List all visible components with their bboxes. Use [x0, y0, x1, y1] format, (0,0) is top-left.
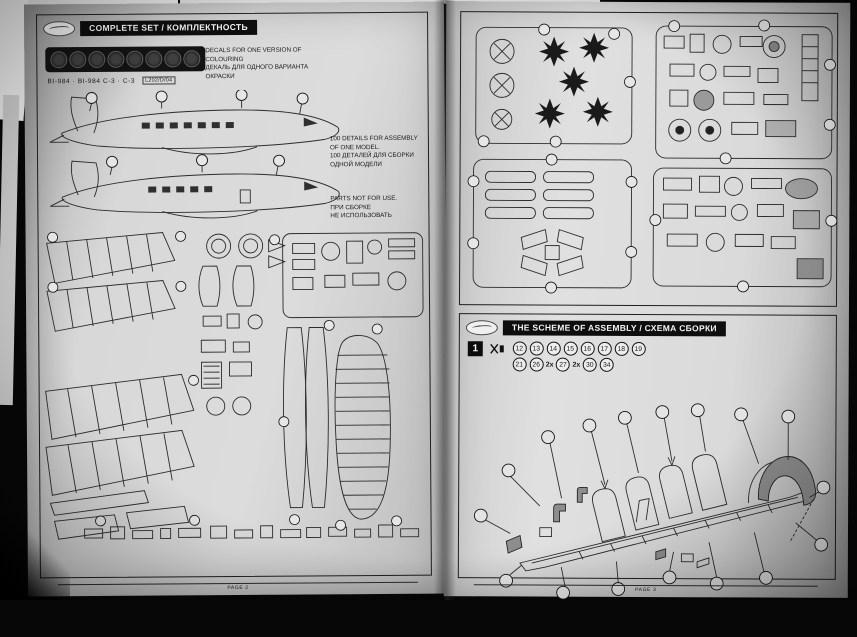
- repeat-item: 34: [599, 357, 614, 372]
- decal-roundel-icon: [145, 50, 163, 68]
- repeat-item: 21: [512, 357, 527, 372]
- decal-roundel-icon: [50, 51, 68, 69]
- decal-codes-row: BI-984 · BI-984 C-3 · C-3 L202/D/04: [47, 76, 176, 85]
- repeat-item: DECALS FOR ONE VERSION OF COLOURING: [205, 46, 302, 63]
- decal-roundel-icon: [164, 50, 182, 68]
- instruction-page-right: THE SCHEME OF ASSEMBLY / СХЕМА СБОРКИ 1 …: [443, 1, 851, 600]
- page-footer: PAGE 3: [473, 583, 818, 594]
- complete-set-header: COMPLETE SET / КОМПЛЕКТНОСТЬ: [43, 19, 257, 36]
- aircraft-side-view: [50, 154, 340, 219]
- part-callouts: [467, 19, 838, 294]
- decal-codes-box: L202/D/04: [142, 76, 176, 85]
- part-callouts: [47, 230, 402, 531]
- small-parts-row: [84, 524, 420, 540]
- brand-logo-icon: [465, 319, 498, 335]
- repeat-item: 19: [631, 341, 646, 356]
- repeat-item: 17: [597, 341, 612, 356]
- complete-set-title: COMPLETE SET / КОМПЛЕКТНОСТЬ: [80, 19, 257, 36]
- detail-sprue-lower-right: [652, 167, 832, 288]
- decal-roundel-icon: [88, 50, 106, 69]
- repeat-item: 12: [512, 341, 527, 356]
- decal-roundel-icon: [183, 50, 201, 68]
- decal-codes: BI-984 · BI-984 C-3 · C-3: [47, 77, 136, 85]
- sprues-diagram: [467, 19, 838, 294]
- repeat-item: 27: [555, 357, 571, 372]
- page-footer: PAGE 2: [57, 581, 419, 593]
- page-fold-shadow: [434, 0, 456, 600]
- assembly-box: THE SCHEME OF ASSEMBLY / СХЕМА СБОРКИ 1 …: [457, 313, 837, 600]
- rear-fuselage-piece: [748, 456, 817, 506]
- complete-set-box: COMPLETE SET / КОМПЛЕКТНОСТЬ DECALS FOR …: [36, 11, 432, 579]
- repeat-item: 2x: [572, 361, 581, 369]
- repeat-item: 15: [563, 341, 578, 356]
- repeat-item: 30: [582, 357, 597, 372]
- corner-shadow: [0, 510, 70, 600]
- brand-logo-icon: [43, 20, 76, 36]
- parts-layout-diagram: [45, 89, 424, 540]
- instruction-page-left: COMPLETE SET / КОМПЛЕКТНОСТЬ DECALS FOR …: [23, 1, 449, 597]
- repeat-item: 2x: [545, 361, 554, 369]
- decal-roundel-icon: [126, 50, 144, 68]
- aircraft-side-view: [49, 89, 340, 155]
- engine-parts: [198, 233, 287, 416]
- assembly-title: THE SCHEME OF ASSEMBLY / СХЕМА СБОРКИ: [502, 319, 726, 336]
- repeat-item: 16: [580, 341, 595, 356]
- repeat-item: 18: [614, 341, 629, 356]
- detail-sprue-lower-left: [472, 158, 633, 289]
- repeat-item: 26: [529, 357, 544, 372]
- wing-parts: [45, 232, 195, 540]
- part-callouts: [473, 403, 831, 600]
- repeat-item: ДЕКАЛЬ ДЛЯ ОДНОГО ВАРИАНТА ОКРАСКИ: [205, 63, 309, 80]
- step-number: 1: [467, 341, 483, 357]
- repeat-item: 13: [529, 341, 544, 356]
- sprues-box: [458, 11, 839, 307]
- floor-fittings: [655, 499, 814, 569]
- propeller-sprue: [475, 26, 633, 145]
- assembly-header: THE SCHEME OF ASSEMBLY / СХЕМА СБОРКИ: [465, 319, 726, 336]
- cockpit-seats: [505, 487, 588, 554]
- stacked-sheet-edge: [0, 94, 20, 406]
- bulkheads: [589, 451, 728, 543]
- fuselage-halves: [283, 326, 391, 520]
- assembly-step-diagram: [473, 403, 831, 600]
- callout-leaders: [484, 416, 820, 587]
- decal-sheet: [45, 46, 206, 73]
- tools-icon: [489, 342, 505, 355]
- repeat-item: 14: [546, 341, 561, 356]
- decal-roundel-icon: [69, 51, 87, 69]
- small-parts-sprue: [282, 232, 424, 319]
- detail-sprue-upper-right: [655, 25, 833, 160]
- decal-roundel-icon: [107, 50, 125, 68]
